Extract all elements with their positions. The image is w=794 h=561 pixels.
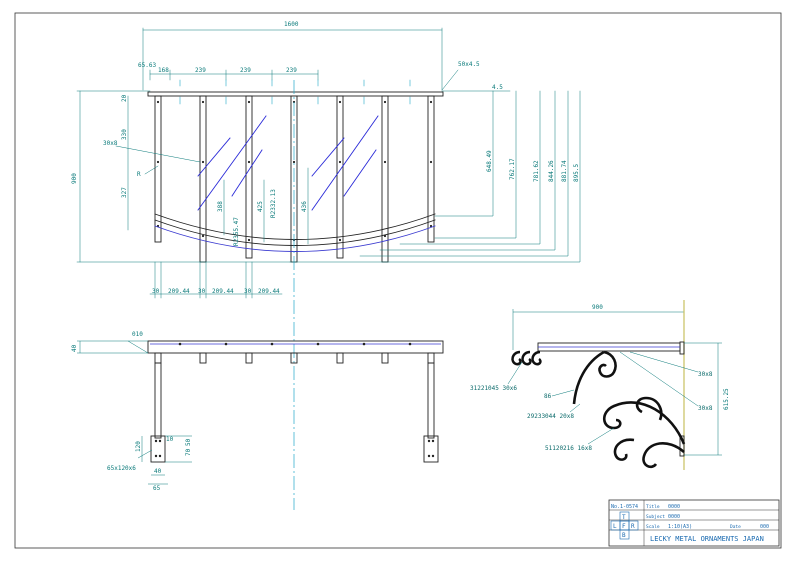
- dim-right-1: 648.49: [486, 150, 493, 172]
- dim-upper-segment: 330: [121, 129, 128, 140]
- tb-scale-value: 1:10(A3): [668, 524, 692, 530]
- dim-w-40: 40: [154, 468, 162, 475]
- dim-pad-50: 50: [185, 438, 192, 446]
- dim-spacing-1: 239: [195, 67, 206, 74]
- tb-company: LECKY METAL ORNAMENTS JAPAN: [650, 535, 764, 543]
- tb-view-l: L: [613, 523, 617, 530]
- dim-depth-40: 40: [71, 344, 78, 352]
- label-bar-b: 30x8: [698, 405, 713, 412]
- dim-top-gap: 20: [121, 94, 128, 102]
- dim-post-120: 120: [135, 441, 142, 452]
- dim-lower-segment: 327: [121, 187, 128, 198]
- dim-h-436: 436: [301, 201, 308, 212]
- tb-date-value: 000: [760, 524, 769, 530]
- tb-field1-value: 0000: [668, 504, 680, 510]
- dim-h-388: 388: [217, 201, 224, 212]
- dim-right-5: 881.74: [561, 160, 568, 182]
- dim-bottom-3: 30: [198, 288, 206, 295]
- label-bar-30x8: 30x8: [103, 140, 118, 147]
- dim-bottom-6: 209.44: [258, 288, 280, 295]
- tb-view-t: T: [622, 514, 626, 521]
- sheet-border: [14, 12, 782, 549]
- label-part-3: 51120216 16x8: [545, 445, 592, 452]
- tb-field2-label: Subject: [646, 514, 665, 520]
- dim-spacing-3: 239: [286, 67, 297, 74]
- tb-date-label: Date: [730, 524, 741, 530]
- dim-top-offset: 65.63: [138, 62, 156, 69]
- dim-radius-2: R2332.13: [270, 189, 277, 218]
- label-part-1: 31221045 30x6: [470, 385, 517, 392]
- top-view: 40 010 120 10 50 70 65x120x6 40 65: [71, 331, 444, 492]
- tb-drawing-no-label: No.: [611, 504, 620, 510]
- label-angle: 86: [544, 393, 552, 400]
- dim-right-2: 762.17: [509, 158, 516, 180]
- tb-view-r: R: [631, 523, 635, 530]
- dim-bottom-5: 30: [244, 288, 252, 295]
- side-view: 900 615.25: [470, 300, 730, 470]
- dim-thickness: 4.5: [492, 84, 503, 91]
- tb-view-f: F: [622, 523, 626, 530]
- dim-total-height: 900: [71, 173, 78, 184]
- dim-flat-bar: 50x4.5: [458, 61, 480, 68]
- tb-field1-label: Title: [646, 504, 660, 510]
- tb-field2-value: 0000: [668, 514, 680, 520]
- dim-right-6: 895.5: [573, 164, 580, 182]
- tb-drawing-no: 1-0574: [620, 504, 638, 510]
- dim-spacing-2: 239: [240, 67, 251, 74]
- dim-radius-1: R2355.47: [233, 217, 240, 246]
- label-r: R: [137, 171, 141, 178]
- label-bar-a: 30x8: [698, 371, 713, 378]
- dim-spacing-first: 168: [158, 67, 169, 74]
- dim-w-65: 65: [153, 485, 161, 492]
- dim-plate-70: 70: [185, 448, 192, 456]
- dim-side-depth: 900: [592, 304, 603, 311]
- label-plate-size: 65x120x6: [107, 465, 136, 472]
- dim-side-height: 615.25: [723, 388, 730, 410]
- dim-bottom-4: 209.44: [212, 288, 234, 295]
- dim-right-3: 781.62: [533, 160, 540, 182]
- dim-bottom-1: 30: [152, 288, 160, 295]
- label-part-2: 29233044 20x8: [527, 413, 574, 420]
- dim-offset-010: 010: [132, 331, 143, 338]
- dim-overall-width: 1600: [284, 21, 299, 28]
- front-view: 1600 65.63 168 239 239 239 50x4.5 4.5: [71, 21, 581, 299]
- tb-view-b: B: [622, 532, 626, 539]
- dim-bottom-2: 209.44: [168, 288, 190, 295]
- tb-scale-label: Scale: [646, 524, 660, 530]
- dim-right-4: 844.26: [548, 160, 555, 182]
- title-block: No. 1-0574 Title 0000 Subject 0000 Scale…: [608, 499, 780, 547]
- dim-pad-10: 10: [166, 436, 174, 443]
- dim-h-425: 425: [257, 201, 264, 212]
